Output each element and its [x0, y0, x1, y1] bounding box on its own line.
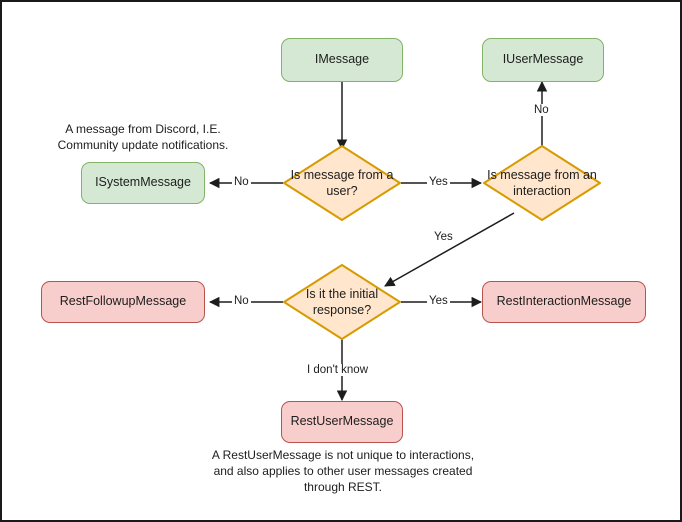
node-restfollowupmessage[interactable]: RestFollowupMessage: [41, 281, 205, 323]
node-restusermessage[interactable]: RestUserMessage: [281, 401, 403, 443]
node-iusermessage[interactable]: IUserMessage: [482, 38, 604, 82]
edge-label-initial-yes: Yes: [427, 295, 450, 307]
node-isystemmessage-label: ISystemMessage: [95, 175, 191, 190]
edge-label-interaction-yes: Yes: [432, 231, 455, 243]
node-restinteractionmessage[interactable]: RestInteractionMessage: [482, 281, 646, 323]
decision-is-initial-response[interactable]: Is it the initial response?: [282, 263, 402, 341]
decision-is-message-from-user[interactable]: Is message from a user?: [282, 144, 402, 222]
note-system-message: A message from Discord, I.E. Community u…: [57, 122, 229, 153]
note-rest-user-message: A RestUserMessage is not unique to inter…: [211, 448, 475, 495]
decision-is-message-from-interaction[interactable]: Is message from an interaction: [482, 144, 602, 222]
edge-label-initial-unknown: I don't know: [305, 364, 371, 376]
edge-interaction-yes-to-initial-decision: [384, 212, 515, 287]
node-restfollowupmessage-label: RestFollowupMessage: [59, 294, 187, 309]
node-imessage-label: IMessage: [314, 52, 370, 67]
node-iusermessage-label: IUserMessage: [502, 52, 584, 67]
edge-label-interaction-no: No: [532, 104, 551, 116]
node-isystemmessage[interactable]: ISystemMessage: [81, 162, 205, 204]
edge-label-user-yes: Yes: [427, 176, 450, 188]
edge-label-user-no: No: [232, 176, 251, 188]
node-imessage[interactable]: IMessage: [281, 38, 403, 82]
node-restusermessage-label: RestUserMessage: [290, 414, 394, 429]
edge-label-initial-no: No: [232, 295, 251, 307]
node-restinteractionmessage-label: RestInteractionMessage: [496, 294, 632, 309]
